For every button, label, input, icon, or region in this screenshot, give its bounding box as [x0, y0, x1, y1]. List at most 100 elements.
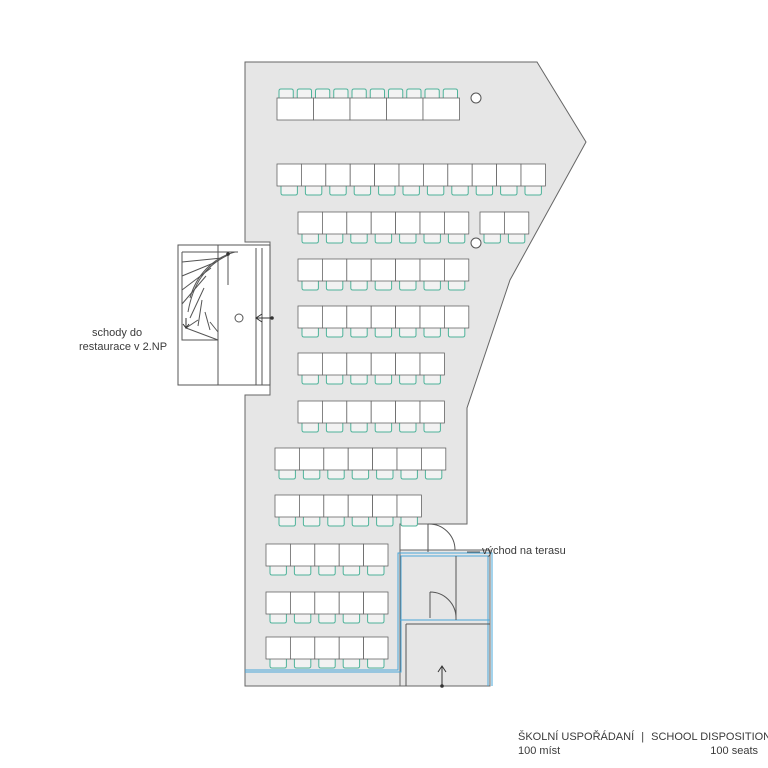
desk-seat [419, 211, 445, 244]
desk-seat [419, 400, 445, 433]
chair [374, 375, 393, 385]
desk [386, 97, 424, 121]
chair [293, 566, 312, 576]
chair [351, 88, 367, 98]
desk-seat [289, 543, 316, 576]
stairs-label-line-2: restaurace v 2.NP [79, 341, 168, 353]
desk [419, 258, 445, 282]
desk-seat [297, 305, 323, 338]
desk [265, 636, 291, 660]
desk [520, 163, 546, 187]
desk [338, 636, 365, 660]
exit-label: východ na terasu [482, 545, 566, 557]
desk-seat [297, 258, 323, 291]
caption-seats-en: 100 seats [710, 745, 758, 757]
desk [289, 636, 316, 660]
chair [350, 375, 368, 385]
chair [423, 328, 441, 338]
desk-seat [372, 494, 398, 527]
chair [325, 281, 344, 291]
desk-seat [346, 400, 372, 433]
chair [447, 234, 466, 244]
desk-seat [346, 211, 372, 244]
chair [350, 328, 368, 338]
desk [363, 543, 389, 567]
desk [395, 211, 421, 235]
chair [399, 423, 417, 433]
desk-seat [276, 163, 302, 196]
chair [423, 234, 441, 244]
desk [422, 97, 460, 121]
desk [298, 447, 325, 471]
desk-seat [503, 211, 530, 244]
desk-seat [422, 88, 460, 121]
desk [338, 591, 365, 615]
desk-seat [398, 163, 424, 196]
desk-seat [443, 211, 470, 244]
desk [496, 163, 522, 187]
desk-seat [349, 163, 376, 196]
chair [399, 375, 417, 385]
chair [378, 186, 396, 196]
desk [346, 352, 372, 376]
chair [399, 328, 417, 338]
chair [342, 659, 361, 669]
desk [313, 97, 351, 121]
chair [367, 566, 385, 576]
pillar-2 [470, 237, 482, 249]
chair [327, 470, 345, 480]
desk-seat [338, 543, 365, 576]
desk [314, 543, 340, 567]
desk-seat [289, 636, 316, 669]
chair [329, 186, 347, 196]
desk [447, 163, 473, 187]
desk-seat [396, 447, 422, 480]
desk [363, 591, 389, 615]
chair [423, 375, 441, 385]
desk [321, 305, 348, 329]
desk-seat [363, 543, 389, 576]
desk [265, 591, 291, 615]
chair [350, 281, 368, 291]
desk [443, 305, 470, 329]
caption-seats-cz: 100 míst [518, 745, 561, 757]
desk-seat [370, 258, 397, 291]
desk-seat [321, 305, 348, 338]
desk [420, 447, 447, 471]
desk-seat [370, 211, 397, 244]
desk-seat [419, 352, 445, 385]
desk-seat [274, 447, 300, 480]
desk [323, 494, 349, 518]
desk-seat [370, 400, 397, 433]
desk-seat [347, 494, 374, 527]
desk [347, 494, 374, 518]
desk [289, 543, 316, 567]
chair [302, 470, 321, 480]
chair [400, 470, 418, 480]
desk-seat [363, 591, 389, 624]
chair [304, 186, 323, 196]
desk-seat [297, 211, 323, 244]
chair [367, 659, 385, 669]
desk-seat [370, 352, 397, 385]
desk [398, 163, 424, 187]
desk-seat [447, 163, 473, 196]
chair [318, 614, 336, 624]
chair [278, 88, 294, 98]
desk [363, 636, 389, 660]
chair [423, 423, 441, 433]
chair [269, 566, 287, 576]
desk [321, 352, 348, 376]
chair [301, 234, 319, 244]
doors [405, 523, 490, 686]
desk [395, 352, 421, 376]
caption-title-cz: ŠKOLNÍ USPOŘÁDANÍ [518, 731, 635, 743]
vestibule-floor [399, 549, 491, 687]
desk [370, 400, 397, 424]
chair [500, 186, 518, 196]
exit-arrow [437, 665, 447, 686]
desk-seat [374, 163, 400, 196]
desk-seat [396, 494, 422, 527]
desk [349, 163, 376, 187]
